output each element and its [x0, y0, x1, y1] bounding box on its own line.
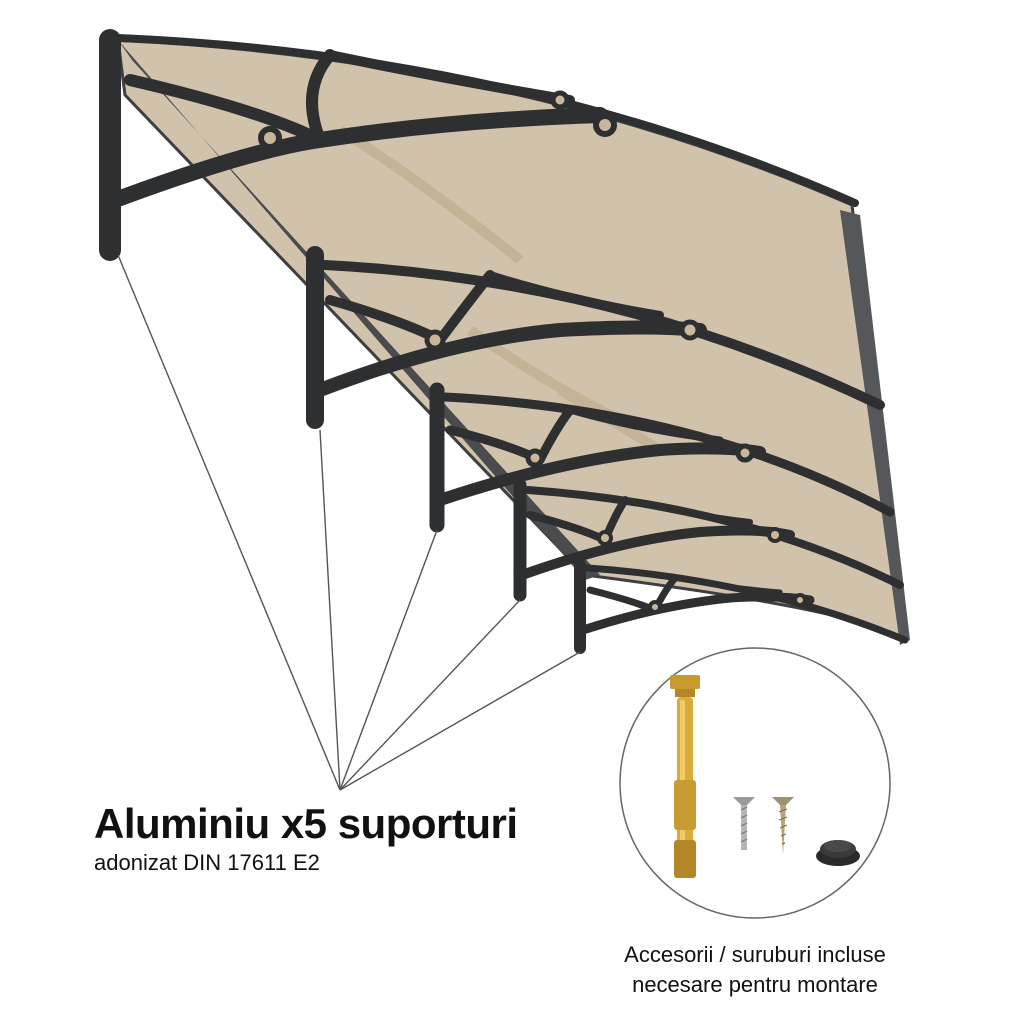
accessories-circle: [619, 647, 891, 919]
leader-lines: [117, 254, 581, 791]
anchor-bolt-icon: [670, 675, 700, 878]
wood-screw-icon: [772, 797, 794, 855]
screw-cap-icon: [816, 840, 860, 866]
accessories-caption: Accesorii / suruburi incluse necesare pe…: [560, 940, 950, 1000]
front-edge-frame: [840, 210, 910, 645]
product-subtitle: adonizat DIN 17611 E2: [94, 850, 320, 875]
screw-icon: [733, 797, 755, 850]
accessories-line-1: Accesorii / suruburi incluse: [624, 942, 886, 967]
product-title: Aluminiu x5 suporturi: [94, 800, 518, 847]
bracket-5: [574, 559, 909, 654]
bracket-2: [306, 246, 885, 429]
bracket-1: [99, 29, 617, 261]
bracket-4: [513, 478, 904, 602]
accessories-line-2: necesare pentru montare: [632, 972, 878, 997]
bracket-3: [429, 382, 895, 533]
